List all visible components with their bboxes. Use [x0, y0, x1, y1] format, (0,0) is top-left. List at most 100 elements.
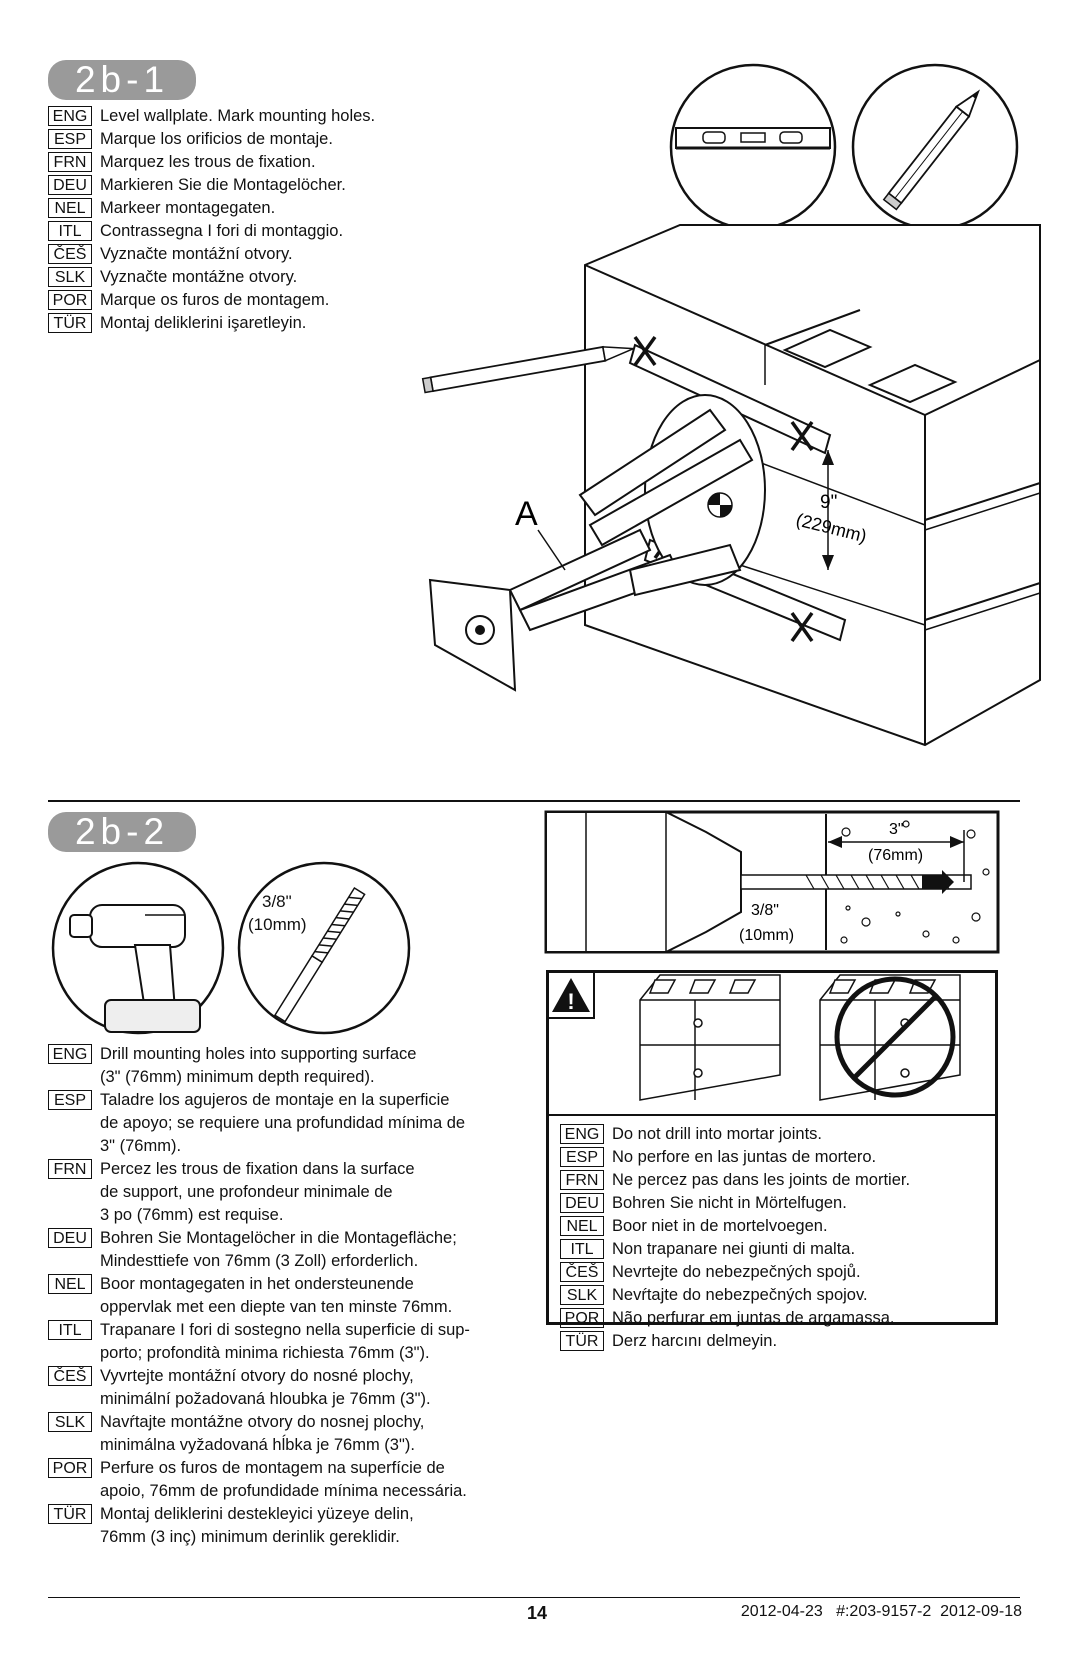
instruction-row: FRN Ne percez pas dans les joints de mort…: [560, 1169, 990, 1192]
instruction-row: ČEŠ Vyvrtejte montážní otvory do nosné pl…: [48, 1365, 538, 1411]
instruction-text: Montaj deliklerini destekleyici yüzeye d…: [100, 1505, 414, 1546]
language-code: POR: [48, 290, 92, 310]
instruction-text: Percez les trous de fixation dans la sur…: [100, 1160, 415, 1224]
bit-size-inches: 3/8": [262, 892, 292, 912]
language-code: DEU: [48, 1228, 92, 1248]
drill-bit-illustration: [237, 861, 411, 1035]
language-code: ČEŠ: [48, 244, 92, 264]
level-tool-illustration: [669, 63, 837, 231]
instruction-row: ITL Trapanare I fori di sostegno nella su…: [48, 1319, 538, 1365]
step-label-2b-1: 2b-1: [48, 60, 196, 100]
language-code: ČEŠ: [560, 1262, 604, 1282]
language-code: FRN: [48, 1159, 92, 1179]
instruction-text: Montaj deliklerini işaretleyin.: [100, 314, 307, 332]
language-code: TÜR: [560, 1331, 604, 1351]
instruction-row: ENG Level wallplate. Mark mounting holes.: [48, 105, 468, 128]
instruction-text: Taladre los agujeros de montaje en la su…: [100, 1091, 466, 1155]
instruction-text: Do not drill into mortar joints.: [612, 1125, 822, 1143]
instruction-text: Vyznačte montážne otvory.: [100, 268, 298, 286]
instruction-row: FRN Marquez les trous de fixation.: [48, 151, 468, 174]
depth-mm: (76mm): [868, 847, 923, 864]
section-divider: [48, 800, 1020, 802]
language-code: ENG: [48, 106, 92, 126]
language-code: SLK: [48, 1412, 92, 1432]
instruction-text: Boor montagegaten in het ondersteunende …: [100, 1275, 453, 1316]
instruction-row: SLK Vyznačte montážne otvory.: [48, 266, 468, 289]
language-code: ENG: [560, 1124, 604, 1144]
step-label-2b-2: 2b-2: [48, 812, 196, 852]
language-code: SLK: [48, 267, 92, 287]
instruction-text: Marquez les trous de fixation.: [100, 153, 316, 171]
document-info: 2012-04-23 #:203-9157-2 2012-09-18: [740, 1603, 1022, 1620]
page-number: 14: [527, 1603, 548, 1623]
warning-symbol: !: [567, 989, 574, 1014]
instruction-text: Contrassegna I fori di montaggio.: [100, 222, 344, 240]
language-code: ESP: [48, 129, 92, 149]
language-code: ČEŠ: [48, 1366, 92, 1386]
depth-inches: 3": [889, 821, 904, 838]
instruction-row: TÜR Montaj deliklerini destekleyici yüzey…: [48, 1503, 538, 1549]
language-code: TÜR: [48, 313, 92, 333]
language-code: TÜR: [48, 1504, 92, 1524]
language-code: NEL: [48, 1274, 92, 1294]
instruction-text: Non trapanare nei giunti di malta.: [612, 1240, 856, 1258]
instruction-text: Nevŕtajte do nebezpečných spojov.: [612, 1286, 868, 1304]
step2-instructions: ENG Drill mounting holes into supporting …: [48, 1043, 538, 1549]
instruction-row: ESP Taladre los agujeros de montaje en la…: [48, 1089, 538, 1158]
language-code: ESP: [48, 1090, 92, 1110]
instruction-text: Não perfurar em juntas de argamassa.: [612, 1309, 895, 1327]
instruction-row: POR Marque os furos de montagem.: [48, 289, 468, 312]
instruction-row: ESP Marque los orificios de montaje.: [48, 128, 468, 151]
instruction-text: Marque os furos de montagem.: [100, 291, 330, 309]
language-code: ITL: [48, 1320, 92, 1340]
instruction-text: Drill mounting holes into supporting sur…: [100, 1045, 417, 1086]
language-code: NEL: [560, 1216, 604, 1236]
instruction-row: POR Não perfurar em juntas de argamassa.: [560, 1307, 990, 1330]
callout-a: A: [515, 495, 538, 533]
instruction-row: ENG Do not drill into mortar joints.: [560, 1123, 990, 1146]
warning-triangle-icon: !: [547, 971, 595, 1019]
instruction-text: Level wallplate. Mark mounting holes.: [100, 107, 376, 125]
warning-divider: [546, 1114, 998, 1116]
instruction-text: Markieren Sie die Montagelöcher.: [100, 176, 346, 194]
mortar-joint-diagram: [639, 974, 961, 1101]
step1-instructions: ENG Level wallplate. Mark mounting holes.…: [48, 105, 468, 335]
warning-box: [546, 970, 998, 1325]
bit-size-mm: (10mm): [248, 915, 307, 935]
instruction-text: Trapanare I fori di sostegno nella super…: [100, 1321, 470, 1362]
drilling-depth-diagram: 3" (76mm) 3/8" (10mm): [544, 810, 1000, 954]
instruction-text: Marque los orificios de montaje.: [100, 130, 333, 148]
language-code: ITL: [48, 221, 92, 241]
language-code: SLK: [560, 1285, 604, 1305]
instruction-row: SLK Navŕtajte montážne otvory do nosnej p…: [48, 1411, 538, 1457]
instruction-text: Bohren Sie nicht in Mörtelfugen.: [612, 1194, 847, 1212]
drill-tool-illustration: [51, 861, 225, 1035]
language-code: DEU: [48, 175, 92, 195]
instruction-text: Navŕtajte montážne otvory do nosnej ploc…: [100, 1413, 425, 1454]
wall-mount-illustration: A 9" (229mm): [421, 224, 1041, 747]
language-code: ENG: [48, 1044, 92, 1064]
instruction-row: ITL Contrassegna I fori di montaggio.: [48, 220, 468, 243]
instruction-text: Ne percez pas dans les joints de mortier…: [612, 1171, 911, 1189]
language-code: FRN: [560, 1170, 604, 1190]
instruction-row: ČEŠ Vyznačte montážní otvory.: [48, 243, 468, 266]
language-code: POR: [560, 1308, 604, 1328]
instruction-row: SLK Nevŕtajte do nebezpečných spojov.: [560, 1284, 990, 1307]
footer-divider: [48, 1597, 1020, 1598]
instruction-text: Vyznačte montážní otvory.: [100, 245, 293, 263]
instruction-text: Vyvrtejte montážní otvory do nosné ploch…: [100, 1367, 431, 1408]
language-code: FRN: [48, 152, 92, 172]
instruction-row: DEU Markieren Sie die Montagelöcher.: [48, 174, 468, 197]
dimension-inches: 9": [820, 492, 837, 513]
instruction-text: Markeer montagegaten.: [100, 199, 276, 217]
instruction-text: Boor niet in de mortelvoegen.: [612, 1217, 828, 1235]
